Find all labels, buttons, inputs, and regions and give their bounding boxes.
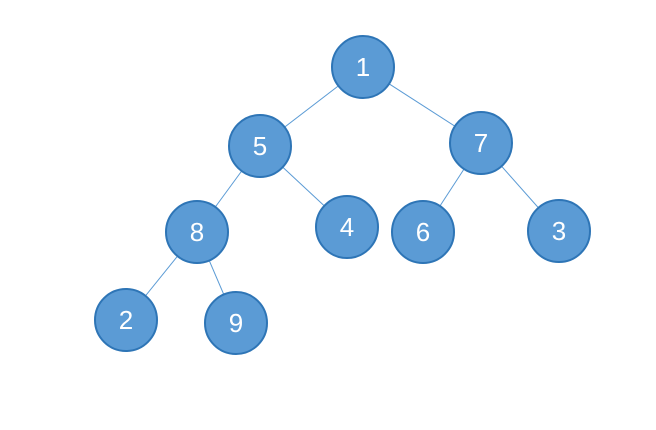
tree-node-label: 8 — [189, 217, 205, 247]
tree-node-7[interactable]: 7 — [449, 111, 513, 175]
tree-node-3[interactable]: 3 — [527, 199, 591, 263]
tree-node-label: 1 — [355, 52, 371, 82]
tree-node-label: 5 — [252, 131, 268, 161]
tree-node-1[interactable]: 1 — [331, 35, 395, 99]
tree-node-label: 4 — [339, 212, 355, 242]
tree-node-label: 3 — [551, 216, 567, 246]
tree-node-9[interactable]: 9 — [204, 291, 268, 355]
tree-node-label: 2 — [118, 305, 134, 335]
tree-node-label: 7 — [473, 128, 489, 158]
tree-node-6[interactable]: 6 — [391, 200, 455, 264]
tree-node-label: 9 — [228, 308, 244, 338]
tree-node-5[interactable]: 5 — [228, 114, 292, 178]
tree-node-4[interactable]: 4 — [315, 195, 379, 259]
tree-node-label: 6 — [415, 217, 431, 247]
tree-node-2[interactable]: 2 — [94, 288, 158, 352]
tree-node-8[interactable]: 8 — [165, 200, 229, 264]
